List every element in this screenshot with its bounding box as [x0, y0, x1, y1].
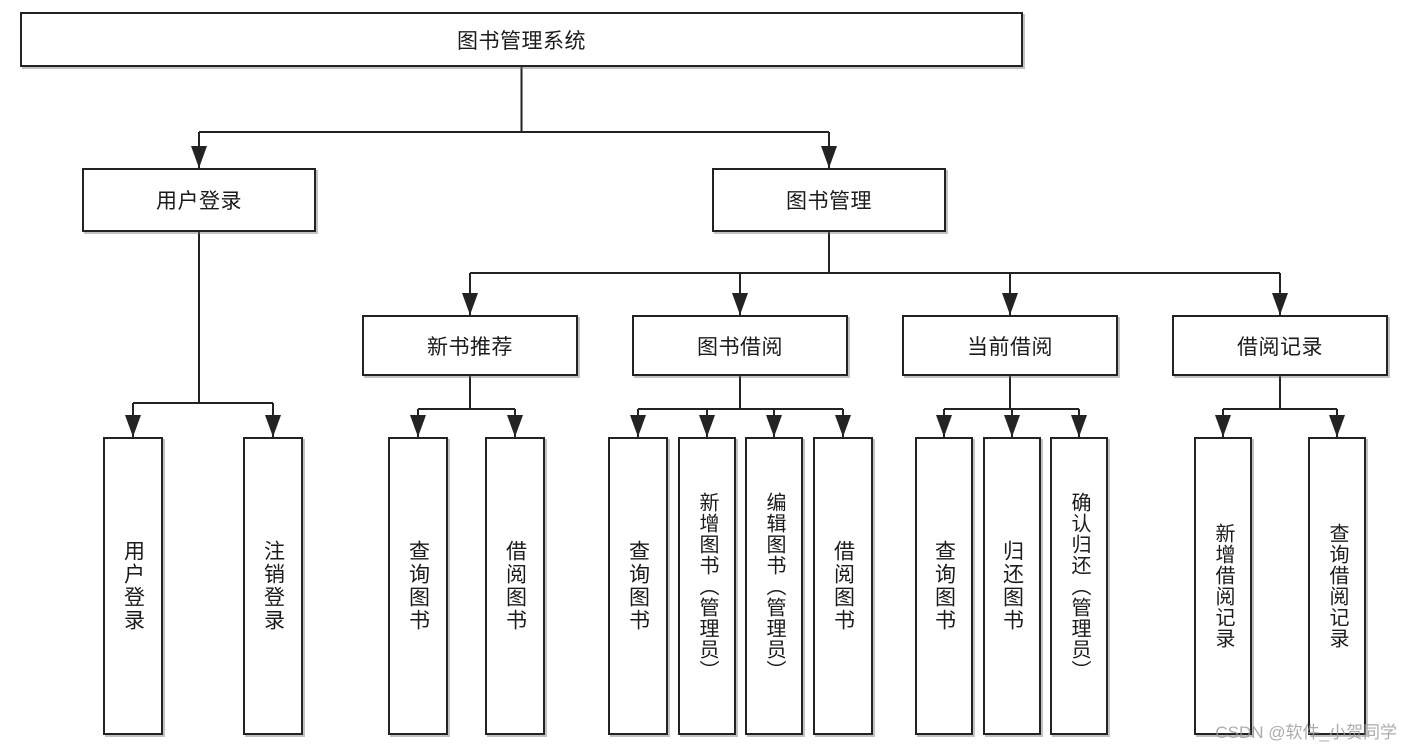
edge-arrowhead — [936, 415, 952, 437]
edge-arrowhead — [125, 415, 141, 437]
edge-arrowhead — [766, 415, 782, 437]
node-label: 查询图书 — [406, 540, 430, 632]
node-leaf-query-book-2: 查询图书 — [608, 437, 668, 735]
node-label: 图书借阅 — [697, 335, 783, 359]
node-leaf-add-book: 新增图书（管理员） — [678, 437, 736, 735]
node-user-login: 用户登录 — [82, 168, 316, 232]
node-label: 用户登录 — [121, 540, 145, 632]
edge-arrowhead — [1071, 415, 1087, 437]
node-leaf-query-book-3: 查询图书 — [915, 437, 973, 735]
node-book-borrow: 图书借阅 — [632, 315, 848, 376]
node-label: 查询图书 — [626, 540, 650, 632]
node-label: 查询图书 — [932, 540, 956, 632]
edge-arrowhead — [821, 146, 837, 168]
node-borrow-record: 借阅记录 — [1172, 315, 1388, 376]
node-leaf-confirm-return: 确认归还（管理员） — [1050, 437, 1108, 735]
node-label: 新增借阅记录 — [1212, 523, 1234, 649]
edge-arrowhead — [462, 293, 478, 315]
edge-arrowhead — [507, 415, 523, 437]
node-new-book-rec: 新书推荐 — [362, 315, 578, 376]
edge-arrowhead — [835, 415, 851, 437]
node-label: 确认归还（管理员） — [1068, 491, 1090, 681]
node-label: 查询借阅记录 — [1326, 523, 1348, 649]
node-book-manage: 图书管理 — [712, 168, 946, 232]
edge-arrowhead — [732, 293, 748, 315]
node-label: 图书管理系统 — [457, 29, 586, 53]
node-leaf-logout: 注销登录 — [243, 437, 303, 735]
node-leaf-return-book: 归还图书 — [983, 437, 1041, 735]
edge-arrowhead — [265, 415, 281, 437]
edge-arrowhead — [1215, 415, 1231, 437]
node-leaf-add-record: 新增借阅记录 — [1194, 437, 1252, 735]
node-label: 编辑图书（管理员） — [763, 491, 785, 681]
edge-arrowhead — [1004, 415, 1020, 437]
edge-arrowhead — [699, 415, 715, 437]
node-label: 图书管理 — [786, 190, 872, 213]
edge-arrowhead — [630, 415, 646, 437]
edge-arrowhead — [1002, 293, 1018, 315]
edge-arrowhead — [1272, 293, 1288, 315]
node-leaf-query-book-1: 查询图书 — [388, 437, 448, 735]
node-current-borrow: 当前借阅 — [902, 315, 1118, 376]
node-label: 新书推荐 — [427, 335, 513, 359]
node-label: 当前借阅 — [967, 335, 1053, 359]
node-label: 归还图书 — [1000, 540, 1024, 632]
node-label: 新增图书（管理员） — [696, 491, 718, 681]
node-root: 图书管理系统 — [20, 12, 1023, 67]
node-label: 注销登录 — [261, 540, 285, 632]
node-label: 借阅记录 — [1237, 335, 1323, 359]
edge-arrowhead — [410, 415, 426, 437]
edge-arrowhead — [1329, 415, 1345, 437]
node-leaf-user-login: 用户登录 — [103, 437, 163, 735]
node-leaf-query-record: 查询借阅记录 — [1308, 437, 1366, 735]
node-leaf-edit-book: 编辑图书（管理员） — [745, 437, 803, 735]
node-leaf-borrow-book-1: 借阅图书 — [485, 437, 545, 735]
node-label: 借阅图书 — [503, 540, 527, 632]
node-label: 用户登录 — [156, 190, 242, 213]
node-label: 借阅图书 — [831, 540, 855, 632]
node-leaf-borrow-book-2: 借阅图书 — [813, 437, 873, 735]
watermark-label: CSDN @软件_小贺同学 — [1215, 723, 1397, 742]
edge-arrowhead — [191, 146, 207, 168]
